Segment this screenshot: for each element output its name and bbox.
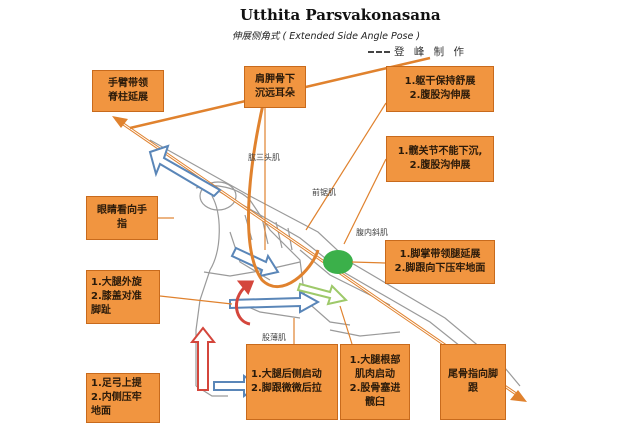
credit-dash (368, 51, 390, 53)
pose-subtitle: 伸展侧角式 ( Extended Side Angle Pose ) (232, 31, 421, 42)
callout-palm-heel: 1.脚掌带领腿延展 2.脚跟向下压牢地面 (385, 240, 495, 284)
arm-reach-blue-arrow (148, 144, 222, 198)
callout-eyes: 眼睛看向手 指 (86, 196, 158, 240)
serratus-label: 前锯肌 (312, 188, 336, 197)
callout-torso-abdomen: 1.躯干保持舒展 2.腹股沟伸展 (386, 66, 494, 112)
credit-text: 登 峰 制 作 (394, 46, 468, 58)
callout-scapula: 肩胛骨下 沉远耳朵 (244, 66, 306, 108)
pose-title: Utthita Parsvakonasana (240, 6, 441, 24)
callout-hip-groin: 1.髋关节不能下沉, 2.腹股沟伸展 (386, 136, 494, 182)
callout-arch-ankle: 1.足弓上提 2.内侧压牢 地面 (86, 373, 160, 423)
oblique-marker (323, 250, 353, 274)
triceps-label: 肱三头肌 (248, 153, 280, 162)
groin-green-arrow (296, 282, 348, 306)
callout-arm-spine: 手臂带领 脊柱延展 (92, 70, 164, 112)
thigh-blue-arrow (229, 290, 321, 314)
oblique-label: 腹内斜肌 (356, 228, 388, 237)
callout-thigh-knee: 1.大腿外旋 2.膝盖对准 脚趾 (86, 270, 160, 324)
scapula-orange-curve (247, 99, 320, 288)
arch-lift-red-arrow (189, 326, 217, 391)
callout-hamstring: 1.大腿后侧启动 2.脚跟微微后拉 (246, 344, 338, 420)
adductor-label: 股薄肌 (262, 333, 286, 342)
callout-tailbone: 尾骨指向脚 跟 (440, 344, 506, 420)
callout-root-muscle: 1.大腿根部 肌肉启动 2.股骨塞进 髋臼 (340, 344, 410, 420)
knee-rotation-red-arrow (235, 280, 255, 326)
